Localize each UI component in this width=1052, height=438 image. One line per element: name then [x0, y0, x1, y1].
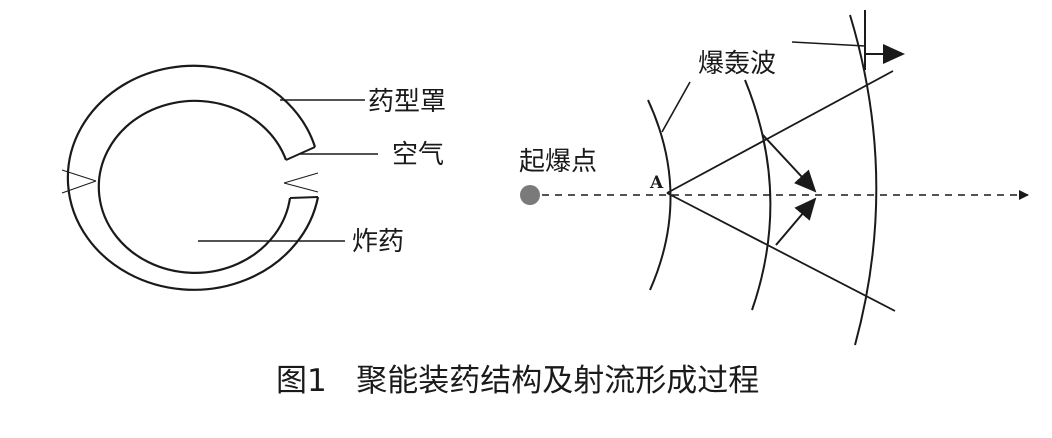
cone-upper-line — [666, 70, 894, 194]
right-notch-upper — [283, 172, 319, 184]
right-notch-lower — [283, 182, 319, 193]
figure-caption: 图1 聚能装药结构及射流形成过程 — [276, 363, 759, 399]
left-notch-upper — [61, 169, 97, 182]
collapse-arrow-lower — [775, 197, 817, 246]
wave-label-leader — [661, 81, 691, 133]
gap-edge-bottom — [289, 196, 319, 199]
shaped-charge-section: 药型罩 空气 炸药 — [61, 64, 446, 291]
initiation-point-dot — [520, 185, 540, 205]
left-notch-lower — [61, 180, 97, 194]
wave-label-pointer — [791, 41, 866, 47]
detonation-wave-label: 爆轰波 — [698, 49, 776, 79]
jet-formation-diagram: 爆轰波 起爆点 A — [519, 10, 1029, 346]
cone-lower-line — [666, 192, 896, 312]
liner-outer-arc — [66, 64, 320, 291]
explosive-label: 炸药 — [352, 227, 404, 257]
liner-label: 药型罩 — [368, 87, 446, 117]
explosive-inner-arc — [97, 99, 292, 274]
wave-front-3 — [849, 14, 878, 346]
collapse-arrow-upper — [761, 133, 817, 193]
point-a-label: A — [649, 173, 664, 193]
initiation-point-label: 起爆点 — [519, 147, 597, 177]
wave-front-2 — [744, 79, 772, 311]
air-label: 空气 — [392, 140, 444, 170]
